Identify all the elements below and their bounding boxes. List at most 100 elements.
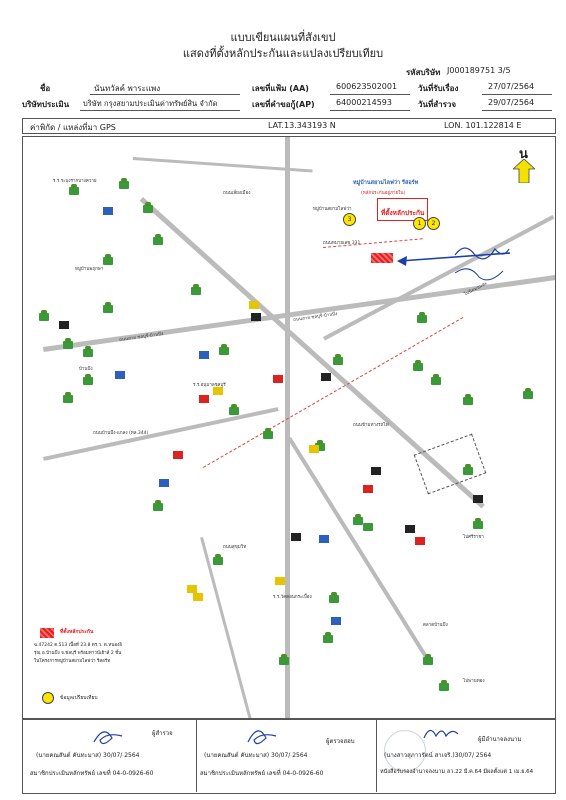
landmark-icon [273,375,283,383]
legend-collateral-text: ฉ.47242 ต.513 เนื้อที่ 23.8 ตร.ว. ต.หนอง… [34,643,122,664]
collateral-tag-label: ที่ตั้งหลักประกัน [381,209,425,217]
marker-2: 2 [427,217,440,230]
landmark-icon [83,346,93,357]
landmark-icon [363,485,373,493]
landmark-icon [153,234,163,245]
landmark-icon [291,533,301,541]
authorized-signature [420,722,460,748]
landmark-icon [199,395,209,403]
landmark-icon [275,577,285,585]
legend-collateral-label: ที่ตั้งหลักประกัน [60,629,94,635]
inspector-role: ผู้ตรวจสอบ [326,738,355,745]
gps-label: ค่าพิกัด / แหล่งที่มา GPS [30,123,116,132]
landmark-icon [251,313,261,321]
landmark-icon [153,500,163,511]
landmark-icon [213,387,223,395]
file-no-label: เลขที่แฟ้ม (AA) [252,84,309,93]
landmark-icon [319,535,329,543]
divider [482,110,552,111]
file-no-value: 600623502001 [336,82,398,91]
north-arrow [511,158,537,184]
landmark-icon [263,428,273,439]
landmark-icon [431,374,441,385]
landmark-icon [63,338,73,349]
appraiser-label: บริษัทประเมิน [22,100,70,109]
ref-label: รหัสบริษัท [406,68,441,77]
divider [80,110,240,111]
landmark-icon [173,451,183,459]
map-label: ตลาดบ้านบึง [423,623,448,628]
landmark-icon [69,184,79,195]
landmark-icon [191,284,201,295]
road-west [43,407,279,461]
landmark-icon [473,518,483,529]
inspector-signature [244,722,284,752]
authorized-name: (นางสาวสุภาวรัตน์ สาเจริ.)30/07/ 2564 [384,752,492,759]
landmark-icon [115,371,125,379]
village-title: หมู่บ้านสยามไลฟว่า รีสอร์ท [353,180,419,186]
ref-value: J000189751 3/5 [447,66,511,75]
landmark-icon [309,445,319,453]
railway [203,317,464,468]
signature-block [22,718,556,794]
landmark-icon [59,321,69,329]
divider [90,94,240,95]
marker-3: 3 [343,213,356,226]
landmark-icon [331,617,341,625]
marker-1-label: 1 [417,220,422,227]
divider [330,94,410,95]
landmark-icon [523,388,533,399]
map-label: ร.ร.ระบุงรากบางควาย [53,179,97,184]
collateral-plot [371,253,393,263]
road-vertical [285,137,290,719]
map-label: ถนนเลี่ยงเมือง [223,191,251,196]
legend-collateral-swatch [40,628,54,638]
landmark-icon [159,479,169,487]
landmark-icon [353,514,363,525]
landmark-icon [439,680,449,691]
name-value: นันทวัลค์ พาระแพง [94,84,161,93]
received-date-label: วันที่รับเรื่อง [418,84,459,93]
landmark-icon [321,373,331,381]
landmark-icon [413,360,423,371]
page-title: แบบเขียนแผนที่สังเขป [230,31,336,44]
landmark-icon [463,464,473,475]
name-label: ชื่อ [40,84,51,93]
inspector-name: (นายคณสันต์ คันทะมาส) 30/07/ 2564 [204,752,308,759]
map-label: หมู่บ้านสยามไลฟว่า [313,207,352,212]
marker-3-label: 3 [347,216,352,223]
inspector-license: สมาชิกประเมินหลักทรัพย์ เลขที่ 04-0-0926… [200,770,324,777]
landmark-icon [363,523,373,531]
landmark-icon [323,632,333,643]
landmark-icon [473,495,483,503]
village-subtitle: (หลักประกันอยู่ภายใน) [361,191,406,196]
legend-comparable-marker [42,692,54,704]
landmark-icon [143,202,153,213]
company-stamp [384,730,426,772]
landmark-icon [219,344,229,355]
map-label: บ้านบึง [79,367,93,372]
landmark-icon [83,374,93,385]
north-label: น [519,147,528,162]
map-label: ร.ร.วัดดอนกระเบื้อง [273,595,312,600]
landmark-icon [415,537,425,545]
landmark-icon [199,351,209,359]
landmark-icon [103,207,113,215]
landmark-icon [187,585,197,593]
map-label: ถนนสาย ชลบุรี-บ้านบึง [119,331,164,344]
landmark-icon [229,404,239,415]
marker-2-label: 2 [431,220,436,227]
survey-date-label: วันที่สำรวจ [418,100,457,109]
longitude-value: LON. 101.122814 E [444,121,522,130]
landmark-icon [103,302,113,313]
surveyor-signature [90,724,130,752]
road-south [200,537,255,719]
page-subtitle: แสดงที่ตั้งหลักประกันและแปลงเปรียบเทียบ [182,47,384,60]
landmark-icon [423,654,433,665]
surveyor-name: (นายคณสันต์ คันทะมาส) 30/07/ 2564 [36,752,140,759]
landmark-icon [417,312,427,323]
landmark-icon [103,254,113,265]
divider [330,110,410,111]
road-south-east [287,437,429,660]
latitude-value: LAT.13.343193 N [268,121,336,130]
